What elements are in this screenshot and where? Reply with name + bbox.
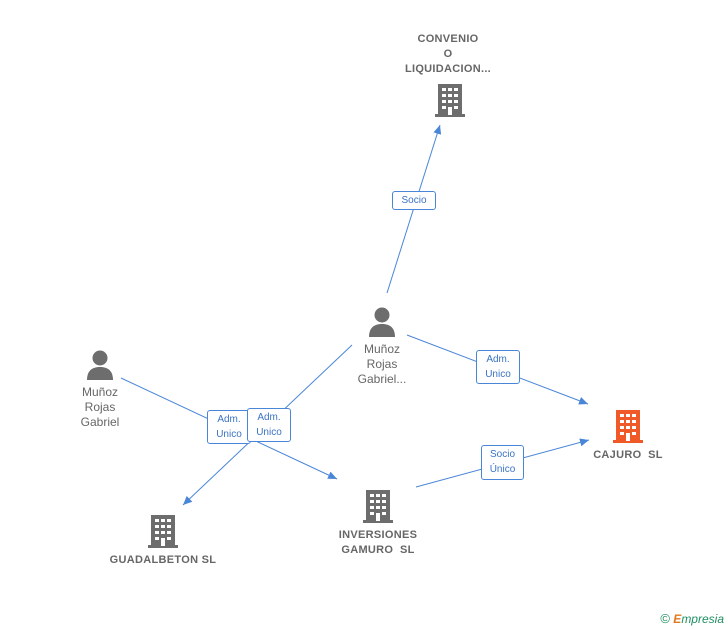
- label-line: Rojas: [366, 357, 398, 371]
- edge-label-adm-left-2: Adm. Unico: [247, 408, 291, 442]
- label-line: LIQUIDACION...: [404, 63, 492, 75]
- edge-label-socio-unico: Socio Único: [481, 445, 524, 480]
- label-line: Muñoz: [363, 342, 401, 356]
- edge-label-line: Unico: [485, 369, 511, 380]
- building-icon: [434, 82, 466, 118]
- copyright-symbol: ©: [660, 611, 670, 626]
- empresia-watermark: © Empresia: [660, 611, 724, 626]
- node-cajuro[interactable]: CAJURO SL: [580, 408, 676, 464]
- label-line: CAJURO SL: [593, 449, 663, 461]
- edge-label-adm-center-cajuro: Adm. Unico: [476, 350, 520, 384]
- node-label: CONVENIO O LIQUIDACION...: [388, 32, 508, 77]
- label-line: Gabriel: [80, 415, 120, 429]
- edge-label-line: Unico: [216, 429, 242, 440]
- node-convenio[interactable]: CONVENIO O LIQUIDACION...: [388, 32, 508, 122]
- node-label: CAJURO SL: [580, 448, 676, 463]
- node-person-left[interactable]: Muñoz Rojas Gabriel: [60, 349, 140, 431]
- label-line: Muñoz: [81, 385, 119, 399]
- edge-label-line: Adm.: [257, 412, 281, 423]
- label-line: O: [443, 48, 453, 60]
- node-inversiones[interactable]: INVERSIONES GAMURO SL: [324, 488, 432, 560]
- edge-label-line: Adm.: [486, 354, 510, 365]
- edge-label-line: Socio: [401, 195, 427, 206]
- edge-label-line: Único: [489, 464, 516, 475]
- node-label: INVERSIONES GAMURO SL: [324, 528, 432, 558]
- node-label: GUADALBETON SL: [100, 553, 226, 568]
- label-line: GAMURO SL: [341, 544, 415, 556]
- person-icon: [85, 349, 115, 381]
- node-person-center[interactable]: Muñoz Rojas Gabriel...: [342, 306, 422, 388]
- building-icon: [362, 488, 394, 524]
- node-guadalbeton[interactable]: GUADALBETON SL: [100, 513, 226, 569]
- label-line: Gabriel...: [357, 372, 407, 386]
- label-line: Rojas: [84, 400, 116, 414]
- label-line: GUADALBETON SL: [109, 554, 217, 566]
- label-line: CONVENIO: [417, 33, 479, 45]
- person-icon: [367, 306, 397, 338]
- brand-name: mpresia: [681, 612, 724, 626]
- edge-label-socio: Socio: [392, 191, 436, 210]
- brand-logo-letter: E: [673, 612, 682, 626]
- building-icon: [612, 408, 644, 444]
- label-line: INVERSIONES: [338, 529, 418, 541]
- edge-label-line: Adm.: [217, 414, 241, 425]
- edge-label-adm-left-1: Adm. Unico: [207, 410, 251, 444]
- edge-label-line: Unico: [256, 427, 282, 438]
- building-icon: [147, 513, 179, 549]
- node-label: Muñoz Rojas Gabriel: [60, 385, 140, 430]
- node-label: Muñoz Rojas Gabriel...: [342, 342, 422, 387]
- edge-label-line: Socio: [489, 449, 515, 460]
